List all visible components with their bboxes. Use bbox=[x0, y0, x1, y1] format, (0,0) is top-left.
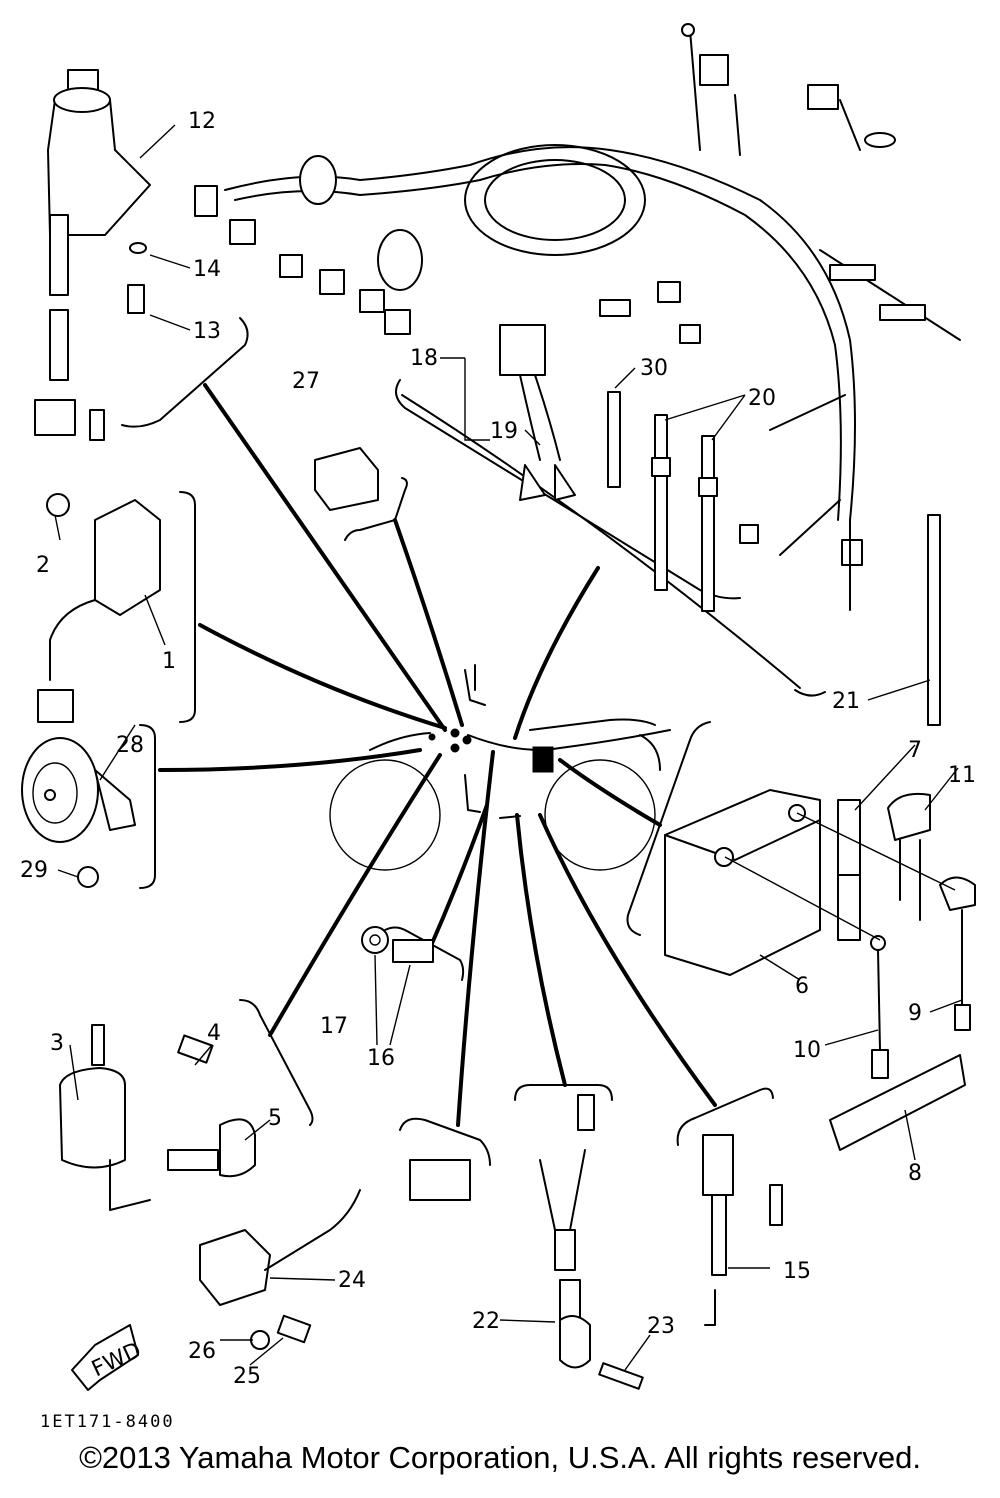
callout-labels: 1 2 3 4 5 6 7 8 9 10 11 12 13 14 15 16 1… bbox=[20, 109, 976, 1389]
callout-4: 4 bbox=[207, 1021, 221, 1046]
part-wire-harness bbox=[194, 23, 961, 611]
callout-16: 16 bbox=[367, 1046, 395, 1071]
motorcycle-silhouette bbox=[329, 664, 671, 871]
callout-24: 24 bbox=[338, 1268, 366, 1293]
part-24-unit bbox=[199, 1159, 471, 1350]
copyright-notice: ©2013 Yamaha Motor Corporation, U.S.A. A… bbox=[79, 1440, 921, 1475]
callout-10: 10 bbox=[793, 1038, 821, 1063]
part-cable-bands bbox=[607, 391, 941, 726]
part-16-switch bbox=[361, 926, 434, 963]
callout-12: 12 bbox=[188, 109, 216, 134]
part-12-main-switch bbox=[34, 69, 151, 441]
callout-18: 18 bbox=[410, 346, 438, 371]
callout-23: 23 bbox=[647, 1314, 675, 1339]
callout-8: 8 bbox=[908, 1161, 922, 1186]
callout-15: 15 bbox=[783, 1259, 811, 1284]
callout-27: 27 bbox=[292, 369, 320, 394]
part-1-rectifier bbox=[37, 493, 161, 723]
part-15-switch bbox=[702, 1134, 783, 1326]
part-28-horn bbox=[21, 737, 136, 888]
battery-location-marker bbox=[532, 746, 554, 773]
callout-14: 14 bbox=[193, 257, 221, 282]
callout-11: 11 bbox=[948, 763, 976, 788]
callout-22: 22 bbox=[472, 1309, 500, 1334]
part-3-sender bbox=[59, 1024, 256, 1211]
group-brackets bbox=[121, 317, 826, 1166]
callout-5: 5 bbox=[268, 1106, 282, 1131]
callout-13: 13 bbox=[193, 319, 221, 344]
part-19-relay bbox=[499, 324, 576, 501]
drawing-code: 1ET171-8400 bbox=[40, 1412, 175, 1432]
callout-29: 29 bbox=[20, 858, 48, 883]
callout-19: 19 bbox=[490, 419, 518, 444]
part-22-switch bbox=[539, 1094, 644, 1390]
callout-25: 25 bbox=[233, 1364, 261, 1389]
callout-17: 17 bbox=[320, 1014, 348, 1039]
callout-21: 21 bbox=[832, 689, 860, 714]
callout-2: 2 bbox=[36, 553, 50, 578]
fwd-direction-arrow: FWD bbox=[71, 1324, 145, 1391]
callout-1: 1 bbox=[162, 649, 176, 674]
callout-leaders bbox=[54, 124, 963, 1371]
callout-26: 26 bbox=[188, 1339, 216, 1364]
callout-28: 28 bbox=[116, 733, 144, 758]
callout-9: 9 bbox=[908, 1001, 922, 1026]
leader-lines bbox=[158, 383, 801, 1127]
callout-7: 7 bbox=[908, 738, 922, 763]
callout-30: 30 bbox=[640, 356, 668, 381]
callout-3: 3 bbox=[50, 1031, 64, 1056]
part-6-battery bbox=[664, 789, 976, 1151]
callout-20: 20 bbox=[748, 386, 776, 411]
callout-6: 6 bbox=[795, 974, 809, 999]
part-27-flasher-relay bbox=[314, 447, 379, 511]
